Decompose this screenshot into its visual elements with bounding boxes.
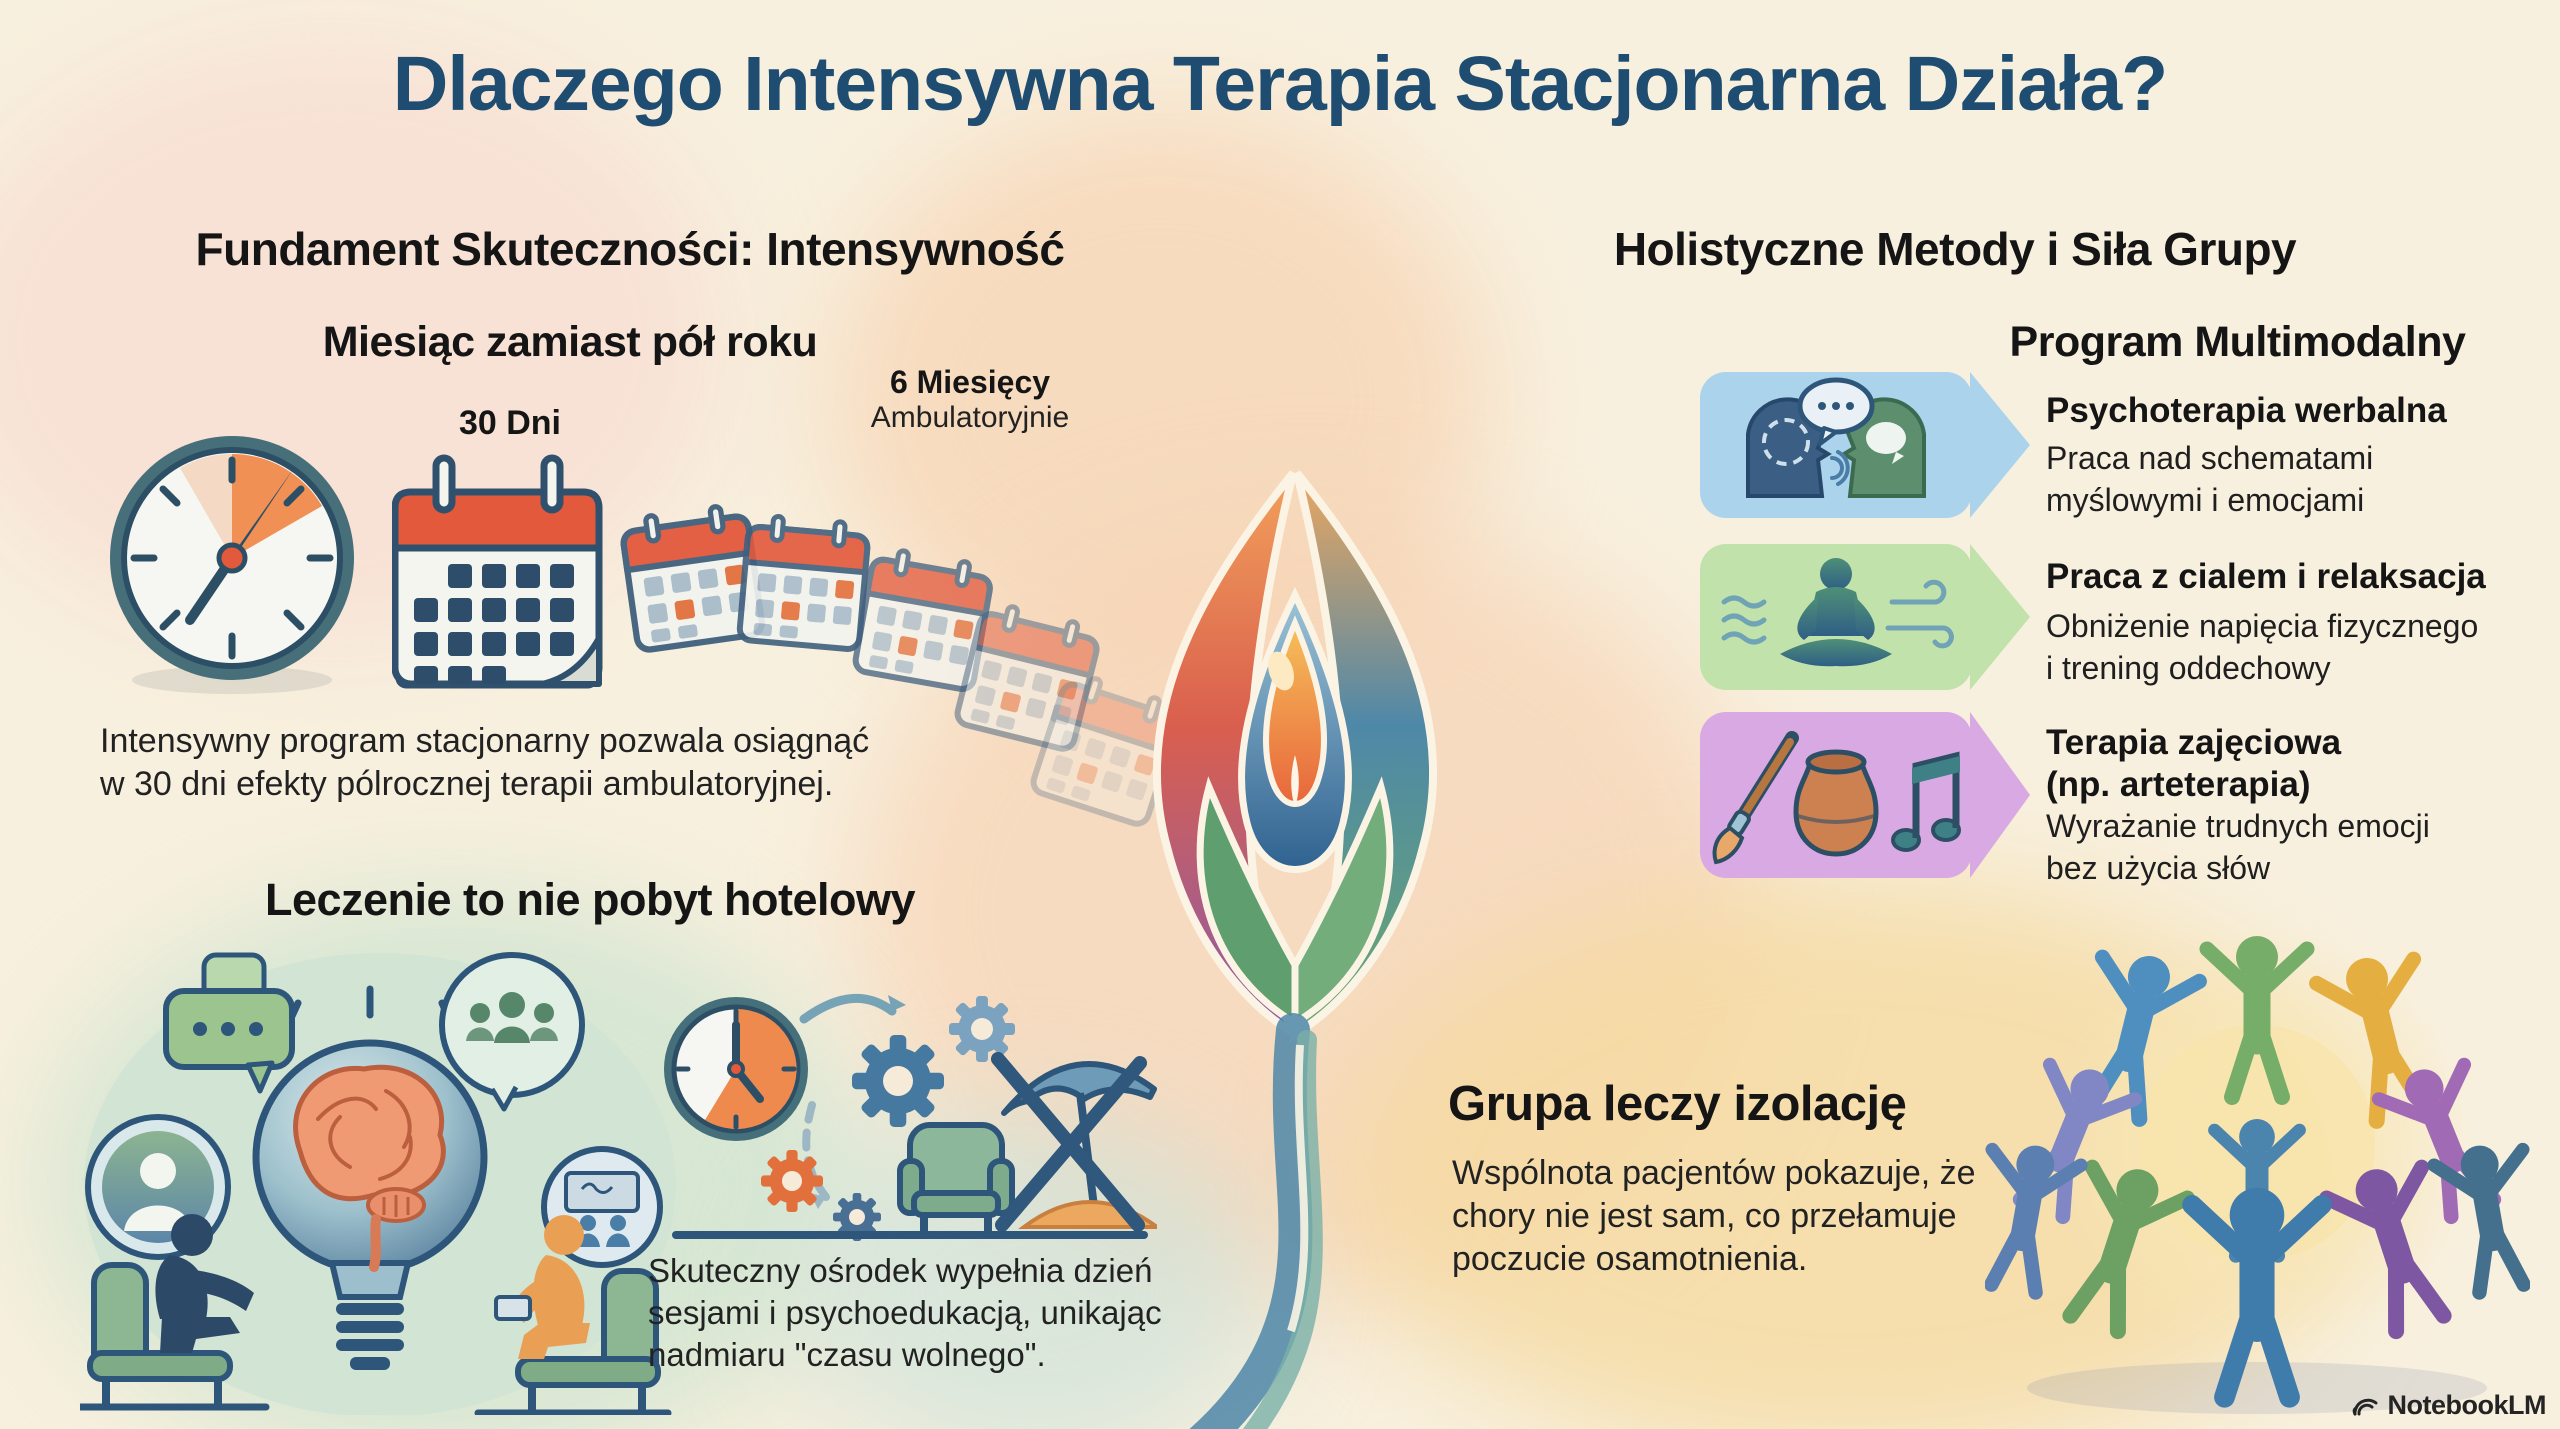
- day-clock-icon: [664, 997, 808, 1141]
- tile-bodywork: [1700, 544, 2030, 690]
- lightbulb-brain-icon: [80, 952, 676, 1415]
- group-circle-icon: [1985, 893, 2530, 1421]
- patient-session-icon: [474, 1215, 672, 1415]
- talking-heads-icon: [1746, 377, 1926, 498]
- armchair-icon: [897, 1122, 1015, 1232]
- item-bodywork-desc: Obniżenie napięcia fizycznego i trening …: [2046, 608, 2479, 686]
- label-6-months-line1: 6 Miesięcy: [889, 364, 1051, 400]
- meditation-icon: [1721, 558, 1954, 667]
- item-art-title: Terapia zajęciowa (np. arteterapia): [2046, 723, 2342, 804]
- left-section-header: Fundament Skuteczności: Intensywność: [195, 223, 1065, 275]
- group-subheader: Grupa leczy izolację: [1448, 1077, 1907, 1131]
- item-psychotherapy-desc: Praca nad schematami myślowymi i emocjam…: [2046, 440, 2374, 518]
- tile-arrow-tip: [1970, 372, 2030, 518]
- tile-psychotherapy: [1700, 372, 2030, 518]
- page-title: Dlaczego Intensywna Terapia Stacjonarna …: [392, 41, 2168, 127]
- therapy-session-icon: [80, 1214, 270, 1411]
- timeline-subheader: Miesiąc zamiast pół roku: [322, 318, 818, 366]
- notebooklm-logo-icon: [2352, 1398, 2378, 1415]
- tile-arrow-tip: [1970, 544, 2030, 690]
- hotel-description: Skuteczny ośrodek wypełnia dzień sesjami…: [648, 1252, 1162, 1373]
- item-psychotherapy-title: Psychoterapia werbalna: [2046, 391, 2447, 430]
- label-30-days: 30 Dni: [458, 404, 562, 442]
- schedule-gears-icon: [664, 993, 1157, 1241]
- art-therapy-icon: [1712, 731, 1961, 865]
- tile-arrow-tip: [1970, 712, 2030, 878]
- music-note-icon: [1891, 751, 1961, 852]
- program-subheader: Program Multimodalny: [2009, 318, 2466, 366]
- label-6-months-line2: Ambulatoryjnie: [870, 401, 1070, 434]
- no-vacation-icon: [991, 1052, 1157, 1232]
- notebooklm-logo-text: NotebookLM: [2387, 1390, 2547, 1420]
- item-bodywork-title: Praca z cialem i relaksacja: [2046, 557, 2486, 596]
- clay-vase-icon: [1793, 749, 1879, 857]
- right-section-header: Holistyczne Metody i Siła Grupy: [1613, 223, 2297, 275]
- paintbrush-icon: [1712, 731, 1799, 865]
- calendar-30-days-icon: [392, 454, 603, 689]
- label-6-months: 6 Miesięcy Ambulatoryjnie: [820, 364, 1120, 435]
- hotel-subheader: Leczenie to nie pobyt hotelowy: [264, 874, 916, 925]
- growth-flame-icon: [1152, 470, 1438, 1429]
- tile-art-therapy: [1700, 712, 2030, 878]
- group-description: Wspólnota pacjentów pokazuje, że chory n…: [1452, 1154, 1976, 1279]
- timeline-description: Intensywny program stacjonarny pozwala o…: [100, 722, 870, 804]
- stopwatch-icon: [110, 436, 354, 694]
- group-bubble-icon: [439, 952, 585, 1112]
- notebooklm-branding: NotebookLM: [2350, 1390, 2547, 1421]
- speech-bubble-icon: [163, 952, 295, 1094]
- item-art-desc: Wyrażanie trudnych emocji bez użycia słó…: [2046, 808, 2430, 886]
